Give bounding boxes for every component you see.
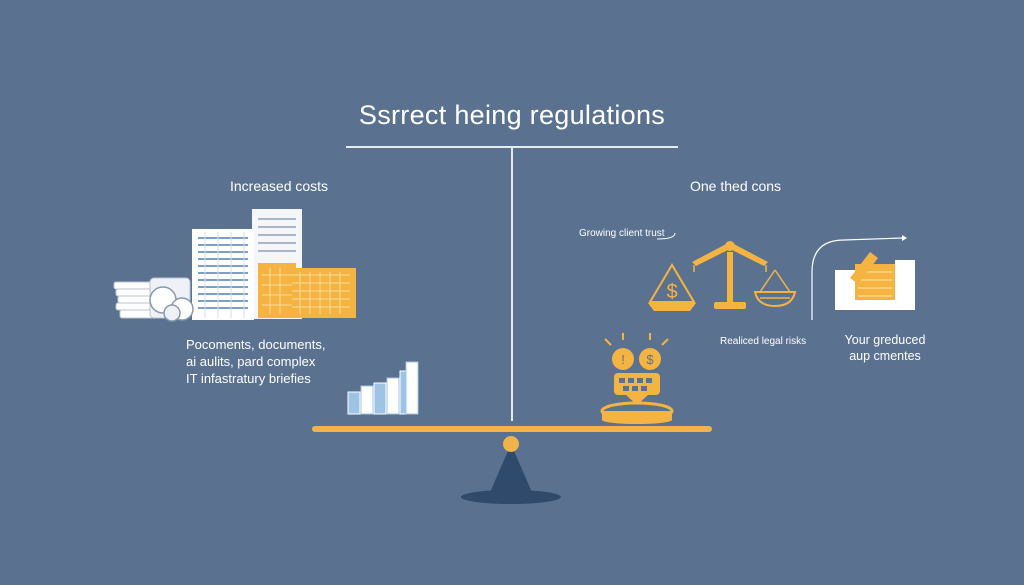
coin-basket-icon: ! $ xyxy=(600,333,674,424)
svg-text:$: $ xyxy=(666,281,677,303)
bar-chart-icon xyxy=(347,361,419,415)
seesaw xyxy=(312,426,712,504)
coins-icon xyxy=(113,277,194,322)
dollar-pan-icon: $ xyxy=(648,263,696,311)
risk-pan-icon xyxy=(753,269,797,308)
left-description: Pocoments, documents, aі aulits, pard co… xyxy=(186,336,346,387)
right-heading: One thed cons xyxy=(690,178,782,194)
legal-risks-label: Realiced legal risks xyxy=(720,336,807,347)
left-description-line: IT infastratury briefies xyxy=(186,371,311,386)
reduced-label-line: Your greduced xyxy=(844,333,926,347)
growth-arrow-icon xyxy=(811,235,907,320)
reduced-label-line: aup cmentes xyxy=(849,349,921,363)
svg-text:$: $ xyxy=(646,352,654,367)
box-stack-icon xyxy=(835,252,915,310)
left-heading: Increased costs xyxy=(230,178,329,194)
left-description-line: aі aulits, pard complex xyxy=(186,354,316,369)
calendar-grid-icon xyxy=(258,263,356,318)
center-divider xyxy=(511,147,513,421)
left-description-line: Pocoments, documents, xyxy=(186,337,326,352)
svg-text:!: ! xyxy=(621,352,625,367)
reduced-label: Your greduced aup cmentes xyxy=(835,332,935,364)
page-title: Ssrrect heing regulations xyxy=(358,100,666,130)
client-trust-label: Growing client trust xyxy=(579,228,665,239)
balance-scale-icon xyxy=(656,232,768,309)
